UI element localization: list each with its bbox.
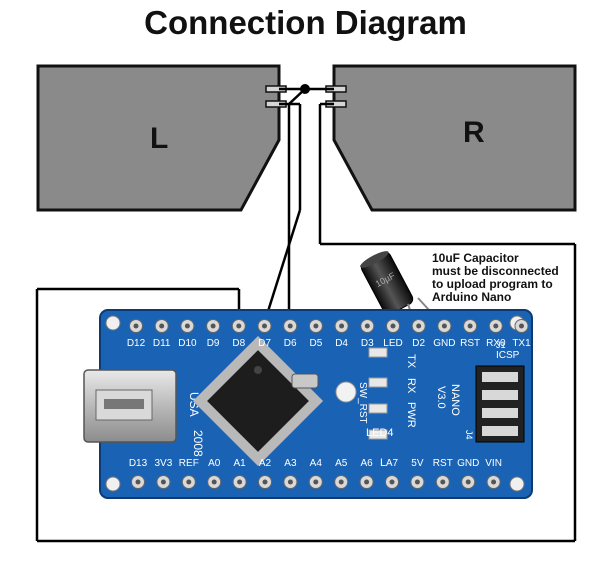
header-pin-hole [390,323,396,329]
header-pin-hole [519,323,524,329]
pin-label: D8 [232,338,245,349]
header-pin-hole [237,479,243,485]
arduino-nano-board: USA 2008 TX RX PWR LED4 L SW_RST NANO V3… [83,309,533,499]
pin-label: D6 [284,338,297,349]
usb-connector [83,369,177,443]
pin-label: 3V3 [155,458,173,469]
pin-label: D4 [335,338,348,349]
pin-label: A0 [208,458,221,469]
pin-label: GND [457,458,479,469]
microcontroller-chip [192,335,324,467]
header-pin-hole [389,479,395,485]
pin-label: RX0 [486,338,506,349]
header-pin-hole [339,323,345,329]
header-pin-hole [287,479,293,485]
capacitor: 10µF [360,251,414,315]
capacitor-note-line: 10uF Capacitor [432,251,519,265]
silk-pwr: PWR [405,402,417,428]
pin-label: A2 [259,458,272,469]
onboard-leds [368,347,388,440]
silk-icsp: ICSP [496,350,520,361]
header-pin-hole [414,479,420,485]
pad-right-label: R [463,116,485,149]
header-pin-hole [493,323,499,329]
header-pin-hole [159,323,165,329]
header-pin-hole [441,323,447,329]
pin-label: D9 [207,338,220,349]
pin-label: D10 [178,338,197,349]
silk-sw-rst: SW_RST [357,382,368,424]
silk-nano: NANO [449,384,461,416]
crystal [291,373,319,389]
pin-label: D5 [310,338,323,349]
bottom-header-pins [131,475,501,489]
pin-label: D12 [127,338,146,349]
pin-label: D13 [129,458,148,469]
silk-year: 2008 [191,430,205,457]
pin-label: D3 [361,338,374,349]
pin-label: D2 [412,338,425,349]
pin-label: A6 [360,458,373,469]
header-pin-hole [211,479,217,485]
top-header-pins [129,319,529,333]
header-pin-hole [160,479,166,485]
pin-label: A5 [335,458,348,469]
header-pin-hole [440,479,446,485]
header-pin-hole [465,479,471,485]
pin-label: LED [383,338,402,349]
pin-label: GND [433,338,455,349]
pin-label: D7 [258,338,271,349]
touch-pad-left: L [36,64,281,212]
pin-label: RST [433,458,453,469]
pin-label: A7 [386,458,399,469]
silk-led4: LED4 [366,427,394,439]
capacitor-note-line: must be disconnected [432,264,559,278]
header-pin-hole [416,323,422,329]
silk-j1: J1 [496,340,506,350]
header-pin-hole [287,323,293,329]
header-pin-hole [210,323,216,329]
pin-label: TX1 [512,338,531,349]
header-pin-hole [135,479,141,485]
pin-label: RST [460,338,480,349]
junction-dot [300,84,310,94]
silk-rx: RX [405,378,417,394]
silk-j4: J4 [464,430,474,440]
header-pin-hole [338,479,344,485]
pin-label: VIN [485,458,502,469]
header-pin-hole [364,479,370,485]
header-pin-hole [184,323,190,329]
pad-left-label: L [150,122,168,155]
silk-tx: TX [405,354,417,369]
header-pin-hole [467,323,473,329]
silk-version: V3.0 [435,386,447,409]
diagram-title: Connection Diagram [144,4,467,41]
header-pin-hole [262,323,267,329]
header-pin-hole [313,323,319,329]
silk-l: L [380,457,386,469]
header-pin-hole [364,323,370,329]
header-pin-hole [491,479,497,485]
header-pin-hole [133,323,139,329]
header-pin-hole [262,479,268,485]
icsp-header [475,365,525,443]
capacitor-note-line: to upload program to [432,277,553,291]
capacitor-note-line: Arduino Nano [432,290,512,304]
touch-pad-right: R [332,64,577,212]
header-pin-hole [236,323,242,329]
reset-button [335,381,357,403]
wiring [35,87,577,543]
pin-label: REF [179,458,199,469]
pin-label: A4 [310,458,323,469]
capacitor-note: 10uF Capacitor must be disconnected to u… [432,252,582,304]
pin-label: A3 [284,458,297,469]
header-pin-hole [313,479,319,485]
header-pin-hole [186,479,192,485]
pin-label: D11 [153,338,171,349]
pin-label: A1 [233,458,246,469]
pin-label: 5V [411,458,424,469]
